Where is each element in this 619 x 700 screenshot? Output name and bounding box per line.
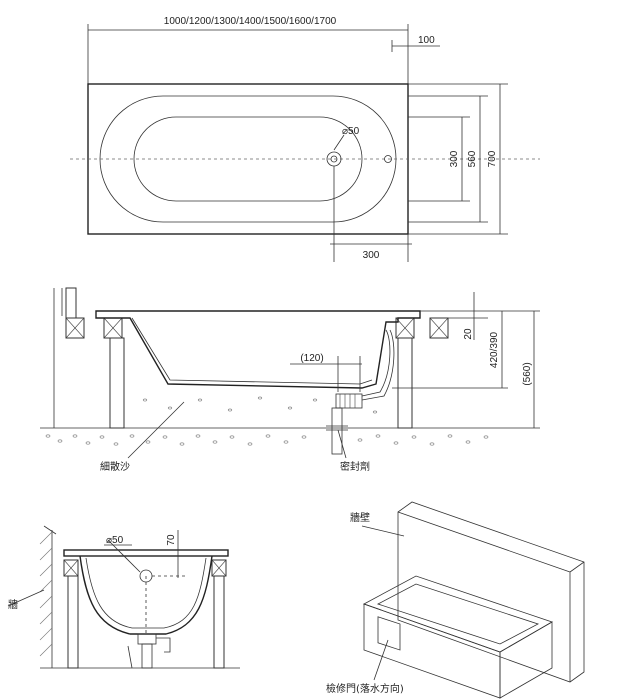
tub-basin-floor xyxy=(133,116,363,202)
frame-beam-right2 xyxy=(429,317,449,339)
end-leg-right xyxy=(213,575,225,669)
support-leg-right xyxy=(397,337,413,429)
overflow-pipe-outer xyxy=(361,329,395,401)
edge-offset-label: 100 xyxy=(418,35,435,46)
tub-box-opening xyxy=(376,583,540,645)
sand-leader xyxy=(127,401,185,459)
total-height-label: (560) xyxy=(522,362,533,385)
top-view: 1000/1200/1300/1400/1500/1600/1700 100 ⌀… xyxy=(70,16,540,262)
wall-panel-edges xyxy=(397,511,585,682)
overflow-height-label: 70 xyxy=(166,534,177,546)
wall-leader xyxy=(7,589,45,607)
sealant-leader xyxy=(337,429,347,459)
outer-width-label: 700 xyxy=(487,150,498,167)
wall-panel xyxy=(397,501,585,683)
drain-diameter-label: ⌀50 xyxy=(342,126,360,137)
access-label: 檢修門(落水方向) xyxy=(326,682,404,695)
end-drain-pipe xyxy=(141,643,153,669)
overflow-icon xyxy=(384,155,392,163)
end-beam-right xyxy=(211,559,227,577)
wall-break-mark xyxy=(43,525,57,535)
length-options-label: 1000/1200/1300/1400/1500/1600/1700 xyxy=(164,16,337,27)
install-wall-leader xyxy=(361,525,405,537)
sand-fill xyxy=(45,396,489,446)
sealant-label: 密封劑 xyxy=(340,460,370,473)
overflow-pipe xyxy=(361,329,391,397)
drain-trap xyxy=(335,393,363,409)
end-drain-diameter-label: ⌀50 xyxy=(106,535,124,546)
drain-offset-label: 300 xyxy=(363,250,380,261)
drain-pipe xyxy=(331,407,343,455)
basin-width-label: 560 xyxy=(467,150,478,167)
drain-leader xyxy=(333,134,345,151)
tub-box-side xyxy=(499,621,553,699)
drain-inner-icon xyxy=(330,155,338,163)
frame-beam-left2 xyxy=(103,317,123,339)
end-view: 牆 ⌀50 70 xyxy=(7,525,240,669)
end-leg-left xyxy=(67,575,79,669)
support-leg-left xyxy=(109,337,125,429)
wall-stud-top xyxy=(65,287,77,319)
end-wall-hatch xyxy=(39,531,53,657)
section-view: 細散沙 密封劑 (120) 20 420/390 (560) xyxy=(40,287,540,473)
frame-beam-left xyxy=(65,317,85,339)
wall-label: 牆 xyxy=(8,598,18,611)
install-view: 牆壁 檢修門(落水方向) xyxy=(326,501,585,699)
depth-label: 420/390 xyxy=(489,331,500,368)
install-wall-label: 牆壁 xyxy=(350,511,370,524)
access-door xyxy=(377,616,401,651)
end-tub-rim xyxy=(63,549,229,557)
end-drain-strut xyxy=(127,645,133,669)
end-drain-trap xyxy=(137,633,157,645)
frame-beam-right xyxy=(395,317,415,339)
end-beam-left xyxy=(63,559,79,577)
end-tub-inner xyxy=(85,557,207,629)
tub-section-profile xyxy=(95,310,421,389)
end-drain-elbow xyxy=(156,637,171,653)
sand-label: 細散沙 xyxy=(100,460,130,473)
inner-width-label: 300 xyxy=(449,150,460,167)
rim-thickness-label: 20 xyxy=(463,328,474,340)
access-leader xyxy=(373,639,389,681)
tub-inner-profile xyxy=(131,317,373,385)
drain-setback-label: (120) xyxy=(300,353,323,364)
